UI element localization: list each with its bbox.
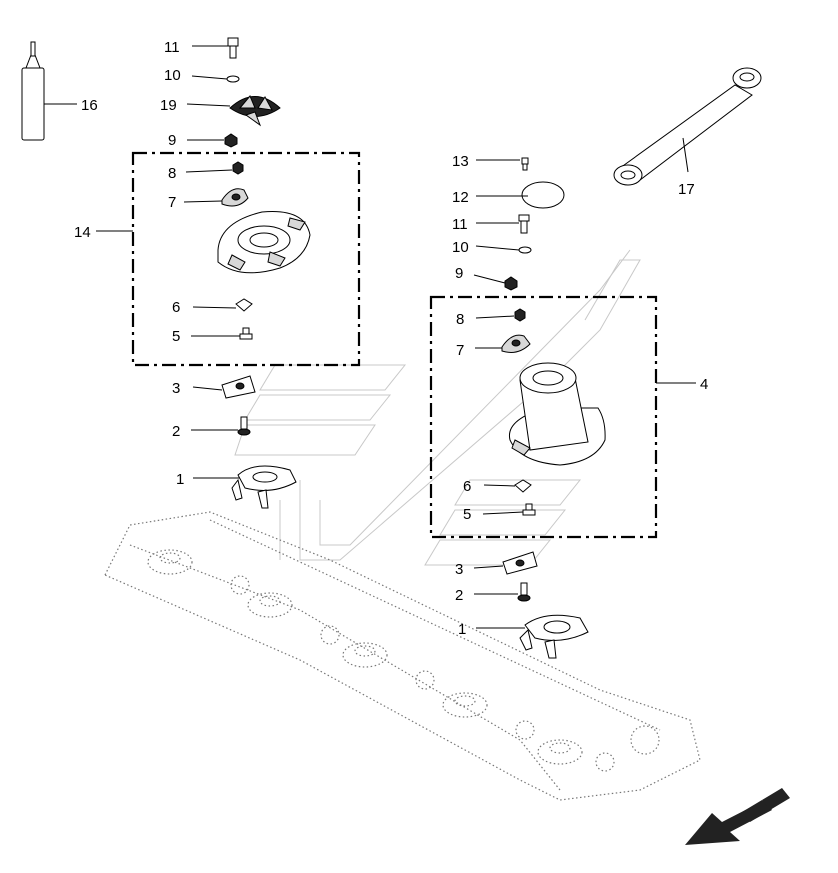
blade-part-3-left xyxy=(192,375,256,399)
callout-3: 3 xyxy=(172,380,180,397)
callout-7: 7 xyxy=(456,342,464,359)
callout-17: 17 xyxy=(678,181,695,198)
cutter-disc-hub xyxy=(537,739,583,765)
plate-part-6-left xyxy=(192,298,253,312)
bolt-part-11-left xyxy=(192,37,239,59)
bolt-part-2-right xyxy=(474,582,531,602)
cutter-disc-hub xyxy=(147,549,193,575)
callout-3: 3 xyxy=(455,561,463,578)
callout-1: 1 xyxy=(176,471,184,488)
bolt-part-2-left xyxy=(191,416,251,436)
cutter-disc-hub xyxy=(342,642,388,668)
callout-11: 11 xyxy=(452,216,468,233)
callout-9: 9 xyxy=(168,132,176,149)
washer-part-10-right xyxy=(475,245,532,254)
grease-tube-icon xyxy=(21,41,77,141)
cutter-disc-hub xyxy=(247,592,293,618)
cutter-disc-hub xyxy=(442,692,488,718)
cap-part-19 xyxy=(186,95,281,127)
assembly-box-14 xyxy=(96,151,361,367)
travel-direction-arrow-icon xyxy=(685,788,790,845)
callout-labels: 11 10 19 16 9 8 7 14 6 5 3 2 1 13 12 11 … xyxy=(74,39,708,638)
disc-part-left xyxy=(217,210,311,274)
cover-plate-part-12 xyxy=(476,181,565,209)
nut-part-8-left xyxy=(185,161,244,175)
ring-spanner-icon xyxy=(613,67,762,186)
callout-5: 5 xyxy=(172,328,180,345)
callout-19: 19 xyxy=(160,97,177,114)
bolt-part-5-right xyxy=(482,503,536,516)
callout-4: 4 xyxy=(700,376,708,393)
callout-5: 5 xyxy=(463,506,471,523)
nut-part-9-right xyxy=(473,274,518,291)
blade-part-3-right xyxy=(473,551,538,575)
cutter-bar xyxy=(104,511,701,801)
callout-10: 10 xyxy=(164,67,181,84)
callout-14: 14 xyxy=(74,224,91,241)
clamp-part-7-left xyxy=(183,188,249,207)
callout-16: 16 xyxy=(81,97,98,114)
callout-13: 13 xyxy=(452,153,469,170)
holder-part-1-right xyxy=(476,614,589,659)
callout-11: 11 xyxy=(164,39,180,56)
callout-2: 2 xyxy=(455,587,463,604)
callout-12: 12 xyxy=(452,189,469,206)
nut-part-8-right xyxy=(475,308,526,322)
bolt-part-11-right xyxy=(476,214,530,234)
callout-8: 8 xyxy=(456,311,464,328)
callout-1: 1 xyxy=(458,621,466,638)
washer-part-10-left xyxy=(191,75,240,83)
callout-2: 2 xyxy=(172,423,180,440)
screw-part-13 xyxy=(476,157,529,171)
assembly-box-4 xyxy=(429,295,696,539)
clamp-part-7-right xyxy=(475,334,531,353)
holder-part-1-left xyxy=(193,465,297,509)
nut-part-9-left xyxy=(187,133,238,148)
callout-10: 10 xyxy=(452,239,469,256)
callout-6: 6 xyxy=(172,299,180,316)
callout-8: 8 xyxy=(168,165,176,182)
housing-part-right xyxy=(508,362,606,466)
callout-7: 7 xyxy=(168,194,176,211)
callout-9: 9 xyxy=(455,265,463,282)
plate-part-6-right xyxy=(483,479,532,493)
callout-6: 6 xyxy=(463,478,471,495)
bolt-part-5-left xyxy=(191,327,253,340)
